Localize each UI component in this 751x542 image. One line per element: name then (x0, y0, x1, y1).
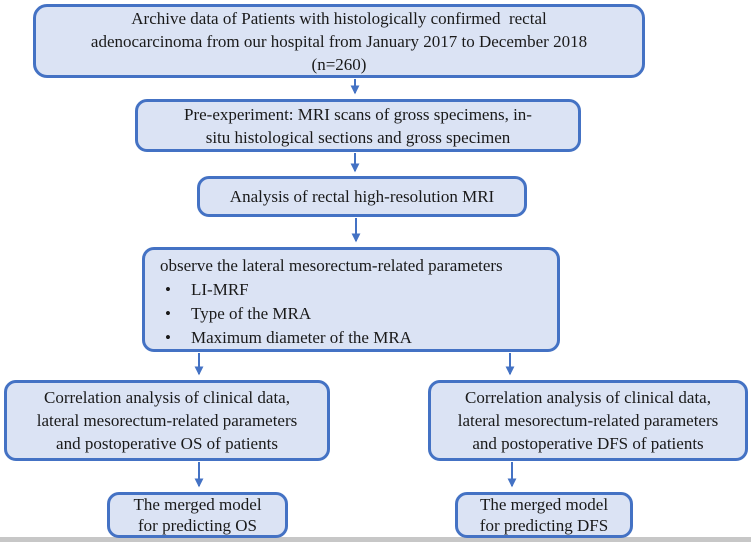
merged-dfs-line-2: for predicting DFS (479, 516, 609, 535)
preexperiment-line-1: Pre-experiment: MRI scans of gross speci… (184, 104, 532, 124)
merged-dfs-line-1: The merged model (479, 495, 609, 514)
parameter-item: • Type of the MRA (160, 302, 549, 326)
archive-line-1: Archive data of Patients with histologic… (131, 8, 547, 28)
box-pre-experiment: Pre-experiment: MRI scans of gross speci… (135, 99, 581, 152)
parameter-item-label: Type of the MRA (191, 304, 312, 323)
correlation-dfs-line-2: lateral mesorectum-related parameters (457, 411, 719, 430)
archive-line-2: adenocarcinoma from our hospital from Ja… (90, 31, 588, 51)
box-merged-model-dfs: The merged model for predicting DFS (455, 492, 633, 538)
bullet-icon: • (165, 304, 171, 323)
box-correlation-dfs: Correlation analysis of clinical data, l… (428, 380, 748, 461)
merged-os-line-1: The merged model (133, 495, 262, 514)
box-correlation-os: Correlation analysis of clinical data, l… (4, 380, 330, 461)
bullet-icon: • (165, 280, 171, 299)
correlation-dfs-line-3: and postoperative DFS of patients (472, 434, 704, 453)
merged-os-line-2: for predicting OS (138, 516, 257, 535)
parameter-item-label: LI-MRF (191, 280, 249, 299)
parameters-heading: observe the lateral mesorectum-related p… (160, 256, 503, 275)
parameter-item: • LI-MRF (160, 278, 549, 302)
correlation-os-line-2: lateral mesorectum-related parameters (36, 411, 298, 430)
correlation-dfs-line-1: Correlation analysis of clinical data, (465, 388, 711, 407)
parameter-item: • Maximum diameter of the MRA (160, 326, 549, 350)
parameter-item-label: Maximum diameter of the MRA (191, 328, 412, 347)
box-parameters: observe the lateral mesorectum-related p… (142, 247, 560, 352)
box-archive-data: Archive data of Patients with histologic… (33, 4, 645, 78)
box-mri-analysis: Analysis of rectal high-resolution MRI (197, 176, 527, 217)
box-merged-model-os: The merged model for predicting OS (107, 492, 288, 538)
correlation-os-line-1: Correlation analysis of clinical data, (44, 388, 290, 407)
correlation-os-line-3: and postoperative OS of patients (56, 434, 278, 453)
figure-bottom-edge (0, 537, 751, 542)
bullet-icon: • (165, 328, 171, 347)
archive-line-3: (n=260) (311, 54, 367, 74)
preexperiment-line-2: situ histological sections and gross spe… (205, 127, 511, 147)
analysis-line-1: Analysis of rectal high-resolution MRI (229, 187, 495, 206)
